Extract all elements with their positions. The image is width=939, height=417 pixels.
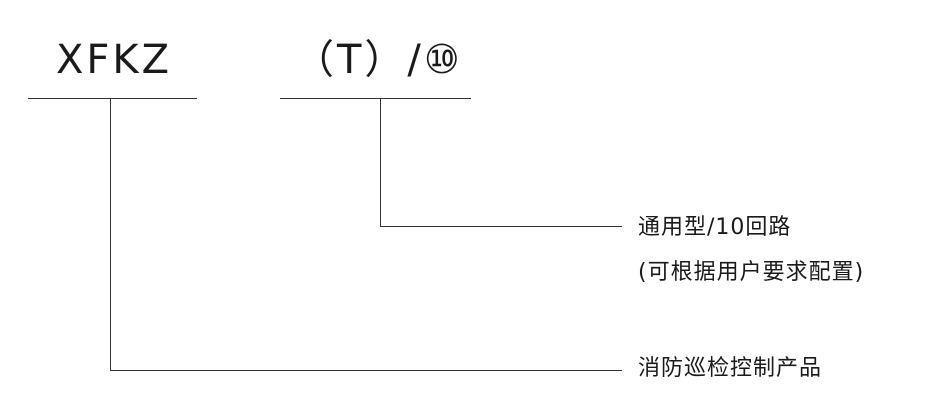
variant-code: （T）/⑩: [294, 37, 463, 83]
model-prefix-code: XFKZ: [56, 37, 173, 83]
variant-description: 通用型/10回路: [638, 215, 792, 240]
model-prefix-description: 消防巡检控制产品: [638, 356, 823, 381]
variant-description-note: (可根据用户要求配置): [638, 260, 865, 285]
